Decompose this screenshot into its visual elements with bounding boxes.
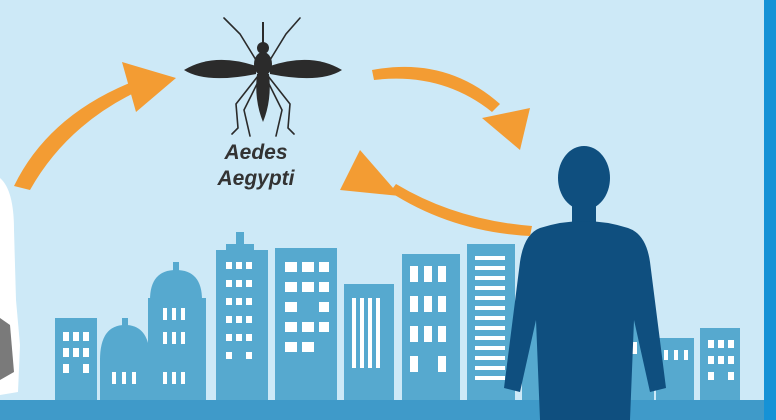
building <box>173 262 179 274</box>
building <box>148 298 206 403</box>
building <box>55 318 97 403</box>
species-label: Aedes Aegypti <box>196 140 316 192</box>
ground-strip <box>0 400 764 420</box>
right-border <box>764 0 776 420</box>
species-label-line1: Aedes <box>196 140 316 166</box>
species-label-line2: Aegypti <box>196 166 316 192</box>
building <box>122 318 128 328</box>
building <box>700 328 740 403</box>
building <box>236 232 244 246</box>
building <box>216 250 268 403</box>
